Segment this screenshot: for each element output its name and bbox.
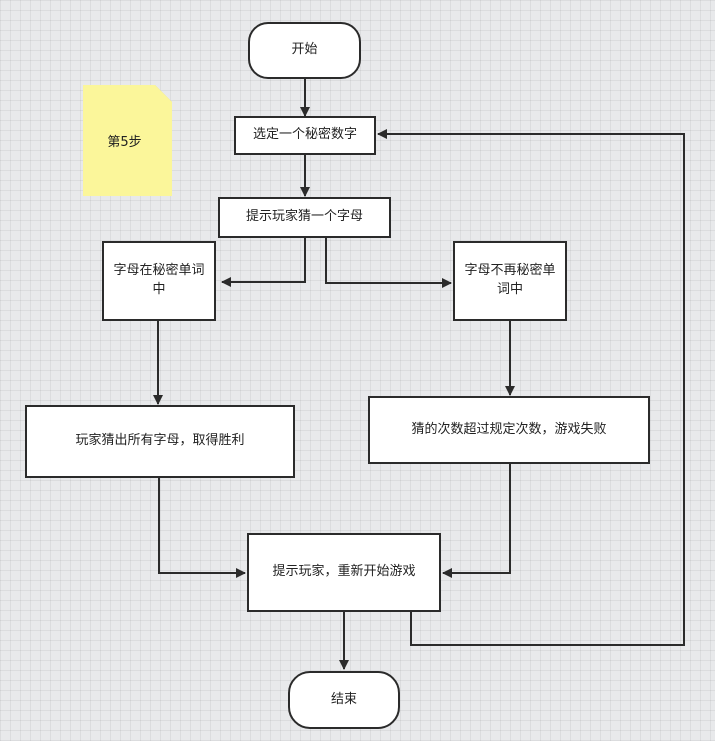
node-win-label: 玩家猜出所有字母，取得胜利 (75, 433, 245, 449)
node-start: 开始 (248, 22, 361, 79)
node-letter-in-word: 字母在秘密单词中 (102, 241, 216, 321)
node-letter-in-word-label: 字母在秘密单词中 (113, 263, 205, 297)
node-win: 玩家猜出所有字母，取得胜利 (25, 405, 295, 478)
node-choose-secret-label: 选定一个秘密数字 (252, 127, 357, 143)
node-end: 结束 (288, 671, 400, 729)
node-restart: 提示玩家，重新开始游戏 (247, 533, 441, 612)
edge-prompt-to-not-in-word (325, 238, 452, 288)
edge-prompt-to-in-word (221, 238, 306, 287)
node-choose-secret: 选定一个秘密数字 (234, 116, 376, 155)
edge-lose-to-restart (442, 464, 511, 578)
node-prompt-guess: 提示玩家猜一个字母 (218, 197, 391, 238)
node-lose: 猜的次数超过规定次数，游戏失败 (368, 396, 650, 464)
edge-restart-loop-back (377, 129, 685, 646)
sticky-note: 第5步 (83, 85, 172, 196)
sticky-note-label: 第5步 (107, 135, 142, 150)
node-letter-not-in-word-label: 字母不再秘密单词中 (464, 263, 556, 297)
node-start-label: 开始 (291, 42, 318, 58)
edge-win-to-restart (158, 478, 246, 578)
node-prompt-guess-label: 提示玩家猜一个字母 (245, 209, 363, 225)
node-letter-not-in-word: 字母不再秘密单词中 (453, 241, 567, 321)
node-restart-label: 提示玩家，重新开始游戏 (272, 564, 416, 580)
node-end-label: 结束 (330, 691, 357, 707)
node-lose-label: 猜的次数超过规定次数，游戏失败 (411, 421, 607, 437)
